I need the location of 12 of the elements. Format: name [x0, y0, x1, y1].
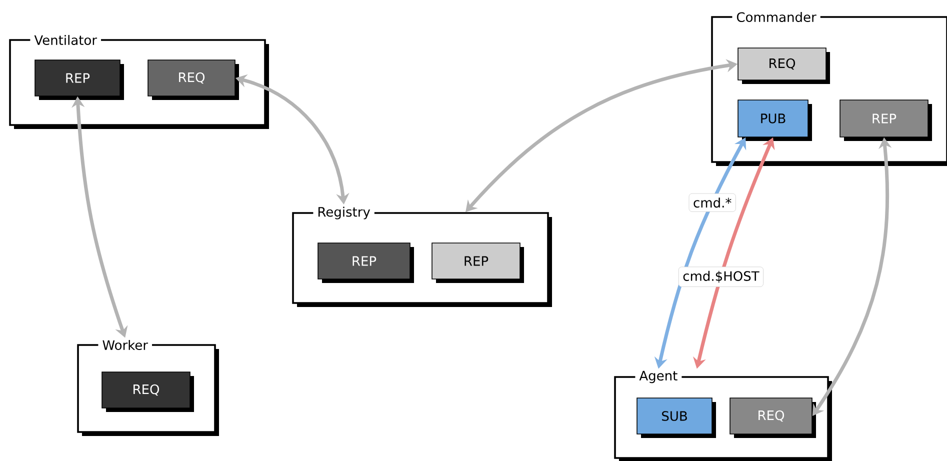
- edge-label: cmd.*: [688, 193, 736, 212]
- socket-button: REP: [840, 100, 932, 141]
- socket-button: REP: [432, 242, 524, 283]
- socket-button: REQ: [148, 60, 239, 100]
- socket-button: SUB: [636, 398, 716, 438]
- socket-button: PUB: [738, 100, 812, 141]
- socket-button: REQ: [738, 48, 830, 84]
- socket-button: REQ: [730, 398, 816, 438]
- socket-button: REP: [318, 242, 414, 283]
- socket-button: REQ: [102, 372, 194, 412]
- socket-button: REP: [34, 60, 124, 100]
- edge-label: cmd.$HOST: [678, 266, 764, 287]
